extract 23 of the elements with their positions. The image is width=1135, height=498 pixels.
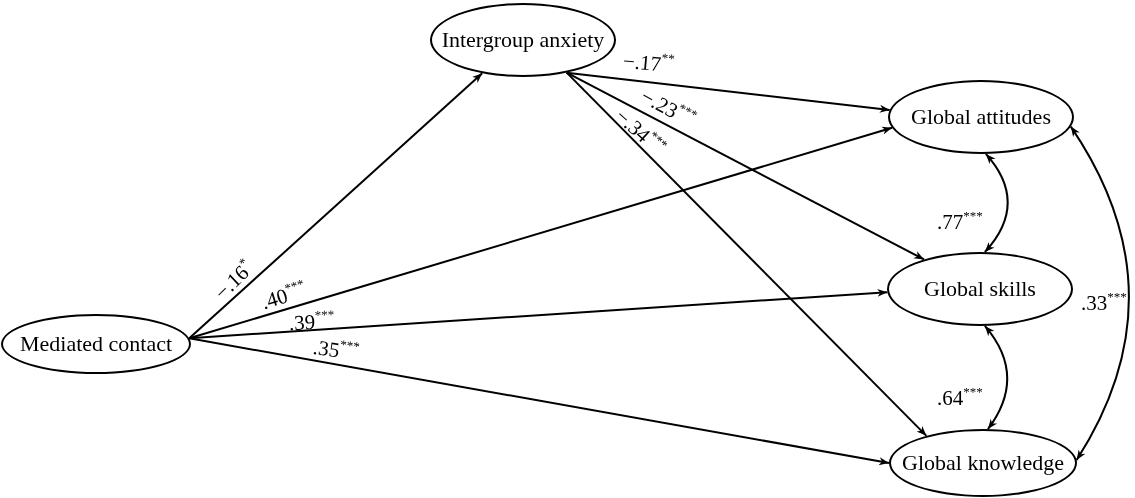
node-label: Global knowledge	[902, 450, 1064, 476]
double-headed-arrow	[1069, 125, 1130, 462]
node-label: Global skills	[924, 276, 1036, 302]
latent-variable-ellipse	[430, 3, 616, 77]
double-headed-arrow	[983, 324, 1009, 431]
arrow	[188, 337, 890, 466]
arrow	[188, 288, 889, 340]
node-label: Global attitudes	[911, 104, 1051, 130]
latent-variable-ellipse	[887, 252, 1073, 326]
node-label: Intergroup anxiety	[441, 27, 605, 53]
edge-label: .35$^{***}$	[311, 336, 360, 364]
double-headed-arrow	[983, 152, 1009, 254]
edge-label: −.17$^{**}$	[621, 50, 675, 76]
latent-variable-ellipse	[1, 314, 191, 374]
latent-variable-ellipse	[889, 429, 1077, 497]
edge-label: .33$^{***}$	[1081, 292, 1127, 314]
latent-variable-ellipse	[888, 80, 1074, 154]
edge-label: .77$^{***}$	[937, 211, 983, 233]
edge-label: .64$^{***}$	[937, 387, 983, 409]
node-label: Mediated contact	[19, 331, 173, 357]
arrow	[188, 72, 484, 340]
arrow	[565, 71, 928, 437]
edge-label: .39$^{***}$	[288, 310, 336, 334]
